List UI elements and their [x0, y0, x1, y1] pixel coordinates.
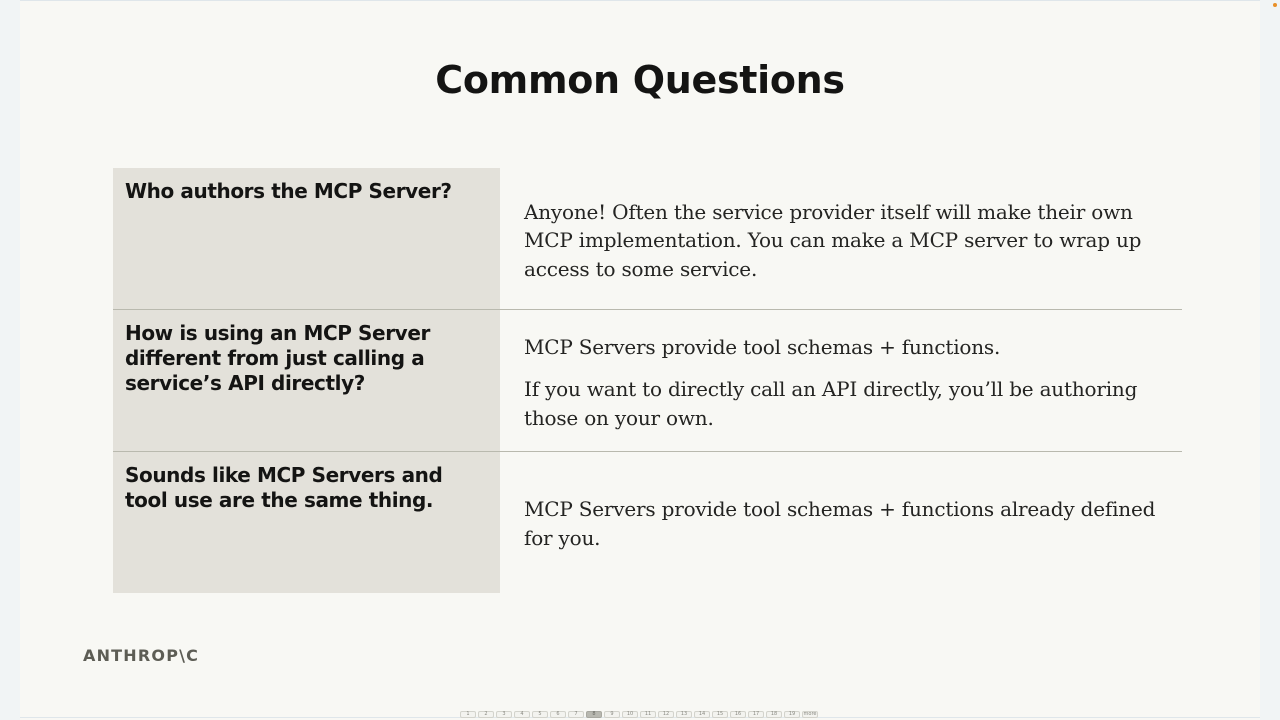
- slide-page-button[interactable]: 16: [730, 711, 746, 718]
- slide-page-button[interactable]: 14: [694, 711, 710, 718]
- slide-title: Common Questions: [435, 58, 845, 102]
- slide-page-button[interactable]: 18: [766, 711, 782, 718]
- slide-page-button[interactable]: 11: [640, 711, 656, 718]
- slide-page-button[interactable]: 9: [604, 711, 620, 718]
- answer-text: MCP Servers provide tool schemas + funct…: [524, 334, 1001, 359]
- recording-indicator-dot: [1273, 3, 1277, 7]
- qa-row: Sounds like MCP Servers and tool use are…: [113, 452, 1182, 593]
- answer-cell: Anyone! Often the service provider itsel…: [500, 168, 1182, 309]
- slide-page-button[interactable]: 2: [478, 711, 494, 718]
- slide-page-button[interactable]: 1: [460, 711, 476, 718]
- question-cell: Sounds like MCP Servers and tool use are…: [113, 452, 500, 593]
- qa-table: Who authors the MCP Server? Anyone! Ofte…: [113, 168, 1182, 593]
- slide-page-button[interactable]: 8: [586, 711, 602, 718]
- slide-page-button[interactable]: 13: [676, 711, 692, 718]
- answer-text: MCP Servers provide tool schemas + funct…: [524, 497, 1156, 550]
- slide-page-button[interactable]: 5: [532, 711, 548, 718]
- slide-page-button[interactable]: 15: [712, 711, 728, 718]
- slide-page-button[interactable]: 10: [622, 711, 638, 718]
- slide-page-button[interactable]: 6: [550, 711, 566, 718]
- qa-row: How is using an MCP Server different fro…: [113, 310, 1182, 452]
- slide-page-button[interactable]: 17: [748, 711, 764, 718]
- right-margin-strip: [1260, 0, 1280, 720]
- slide-page-button[interactable]: 19: [784, 711, 800, 718]
- slide-page-button[interactable]: 3: [496, 711, 512, 718]
- anthropic-logo: ANTHROP\C: [83, 646, 200, 665]
- slide-page-button[interactable]: 12: [658, 711, 674, 718]
- slide-page-button[interactable]: 4: [514, 711, 530, 718]
- answer-text: Anyone! Often the service provider itsel…: [524, 199, 1142, 281]
- left-margin-strip: [0, 0, 20, 720]
- slide-page-button[interactable]: more: [802, 711, 818, 718]
- answer-text: If you want to directly call an API dire…: [524, 377, 1138, 430]
- answer-cell: MCP Servers provide tool schemas + funct…: [500, 310, 1182, 451]
- question-cell: Who authors the MCP Server?: [113, 168, 500, 309]
- answer-cell: MCP Servers provide tool schemas + funct…: [500, 452, 1182, 593]
- slide-page-button[interactable]: 7: [568, 711, 584, 718]
- qa-row: Who authors the MCP Server? Anyone! Ofte…: [113, 168, 1182, 310]
- question-cell: How is using an MCP Server different fro…: [113, 310, 500, 451]
